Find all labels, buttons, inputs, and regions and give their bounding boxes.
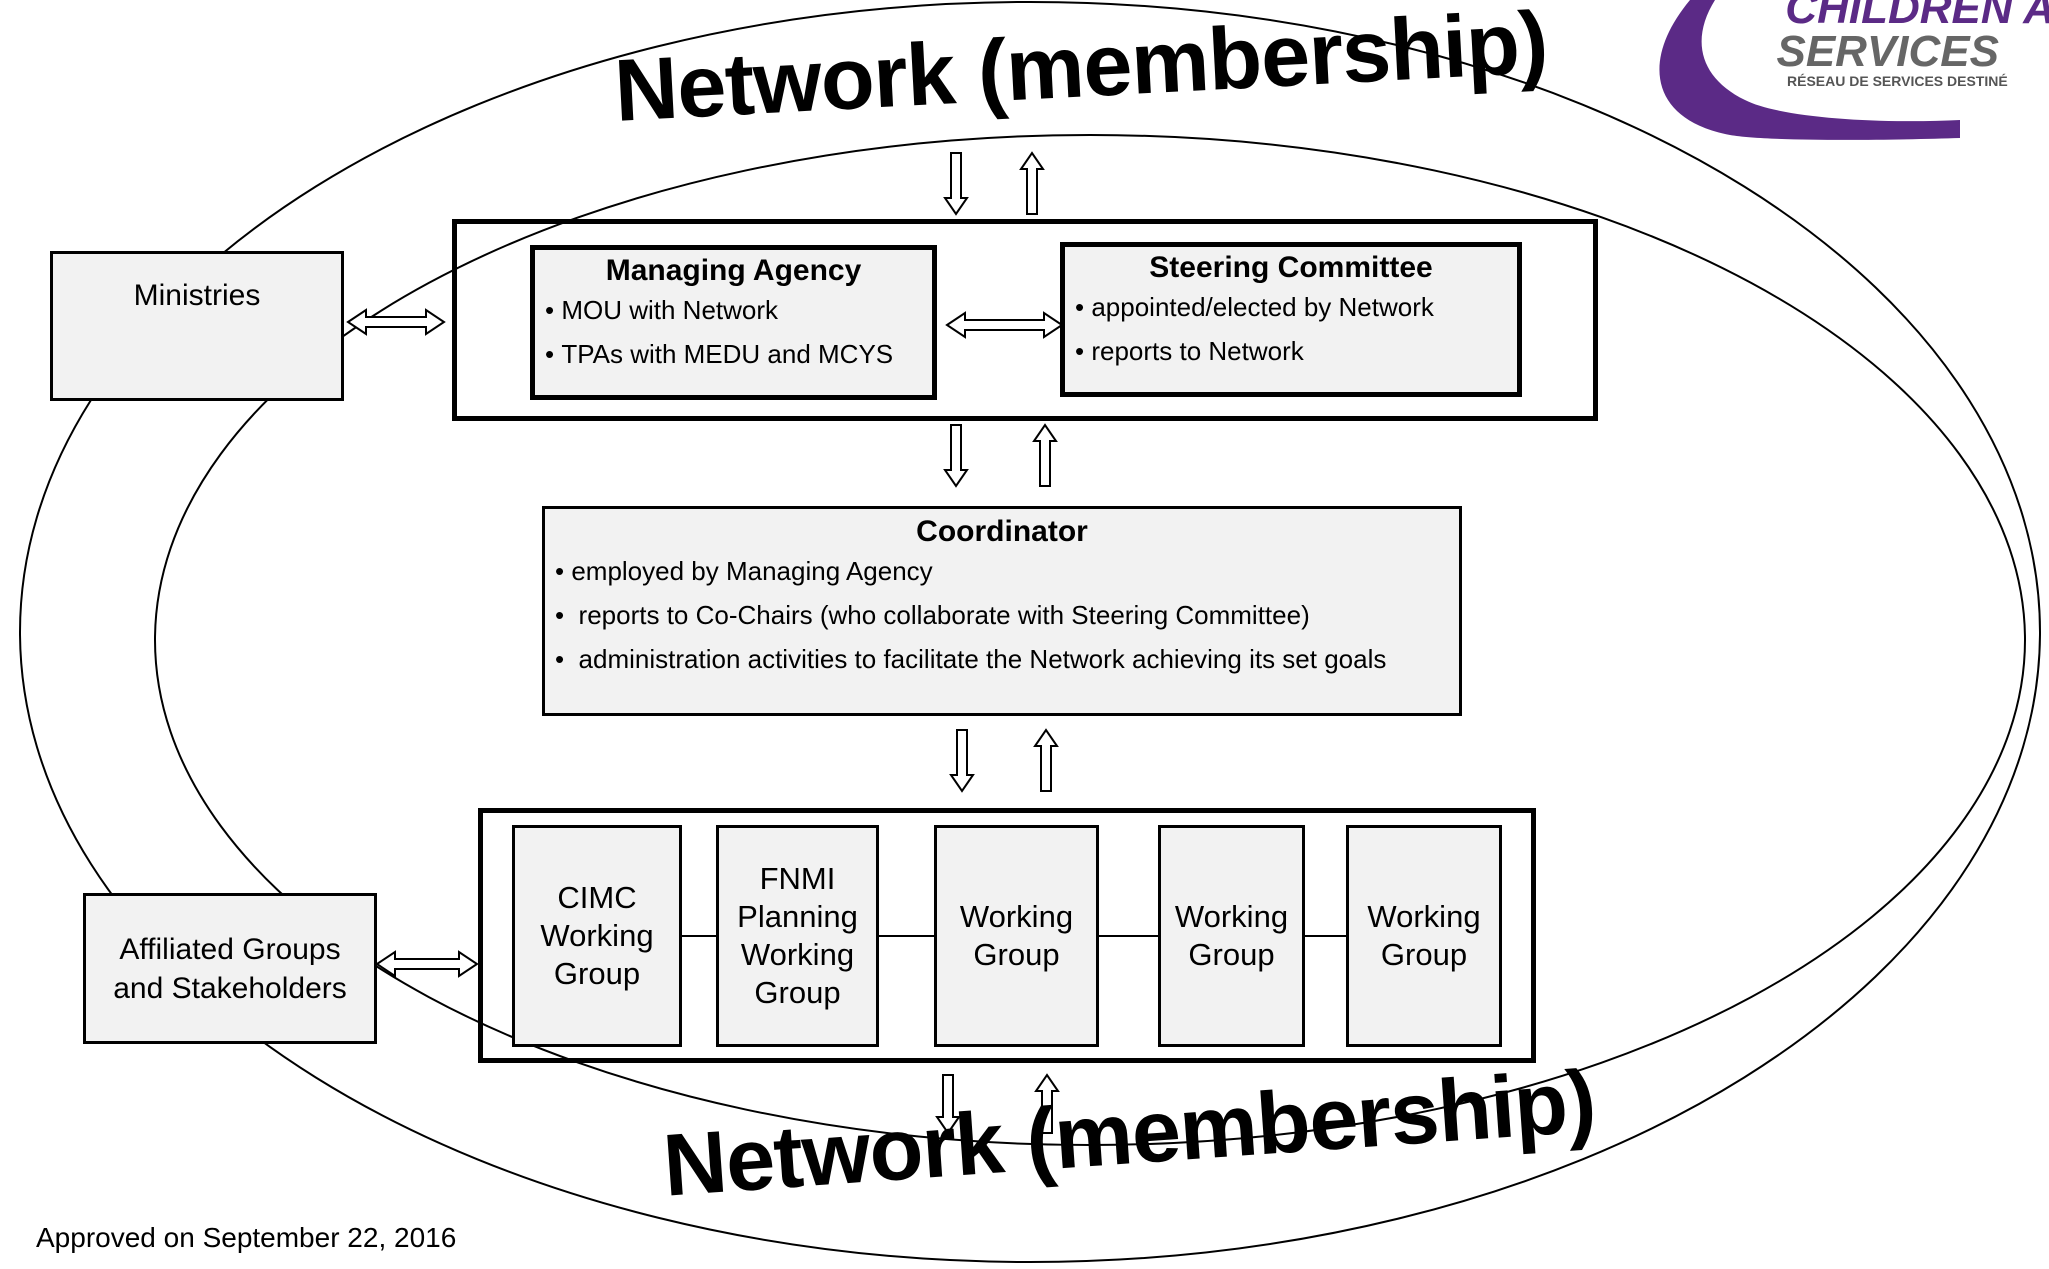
management-frame [452,219,1598,421]
coordinator-bullet: administration activities to facilitate … [555,637,1449,681]
affiliated-groups-label: Affiliated Groups and Stakeholders [113,932,347,1005]
managing-agency-bullets: MOU with Network TPAs with MEDU and MCYS [545,288,922,376]
coordinator-title: Coordinator [916,515,1088,548]
steering-committee-box: Steering Committee appointed/elected by … [1060,242,1522,397]
double-arrow-ministries-icon [346,308,446,336]
up-arrow-icon [1033,728,1059,792]
logo-line-1: CHILDREN A [1785,0,2049,33]
inner-network-ellipse [154,134,2026,1146]
outer-network-ellipse [19,1,2041,1263]
managing-agency-box: Managing Agency MOU with Network TPAs wi… [530,245,937,400]
coordinator-box: Coordinator employed by Managing Agency … [542,506,1462,716]
working-group-3: Working Group [934,825,1099,1047]
affiliated-groups-box: Affiliated Groups and Stakeholders [83,893,377,1044]
logo-line-2: SERVICES [1776,27,1999,76]
working-group-fnmi: FNMI Planning Working Group [716,825,879,1047]
coordinator-bullet: employed by Managing Agency [555,549,1449,593]
up-arrow-icon [1032,423,1058,487]
working-groups-frame [478,808,1536,1063]
arrows-coordinator-to-groups [949,728,1059,793]
arrows-management-to-coordinator [943,423,1058,488]
up-arrow-icon [1019,151,1045,215]
coordinator-bullet: reports to Co-Chairs (who collaborate wi… [555,593,1449,637]
logo-swoosh-icon [1659,0,1960,140]
working-group-cimc: CIMC Working Group [512,825,682,1047]
working-group-5: Working Group [1346,825,1502,1047]
down-arrow-icon [943,152,969,216]
logo: CHILDREN A SERVICES RÉSEAU DE SERVICES D… [1745,0,2049,90]
down-arrow-icon [943,424,969,488]
arrows-groups-to-network [935,1073,1060,1135]
managing-agency-title: Managing Agency [605,254,862,287]
logo-tagline: RÉSEAU DE SERVICES DESTINÉ [1787,73,2008,89]
steering-committee-bullet: appointed/elected by Network [1075,285,1507,329]
down-arrow-icon [935,1074,961,1135]
managing-agency-bullet: MOU with Network [545,288,922,332]
steering-committee-bullets: appointed/elected by Network reports to … [1075,285,1507,373]
ministries-label: Ministries [133,279,261,312]
steering-committee-bullet: reports to Network [1075,329,1507,373]
ministries-box: Ministries [50,251,344,401]
approved-date: Approved on September 22, 2016 [36,1222,457,1253]
arrows-network-to-management [943,151,1045,216]
working-group-4: Working Group [1158,825,1305,1047]
managing-agency-bullet: TPAs with MEDU and MCYS [545,332,922,376]
coordinator-bullets: employed by Managing Agency reports to C… [555,549,1449,681]
double-arrow-affiliated-icon [375,950,479,978]
down-arrow-icon [949,729,975,793]
steering-committee-title: Steering Committee [1149,251,1433,284]
up-arrow-icon [1034,1073,1060,1134]
